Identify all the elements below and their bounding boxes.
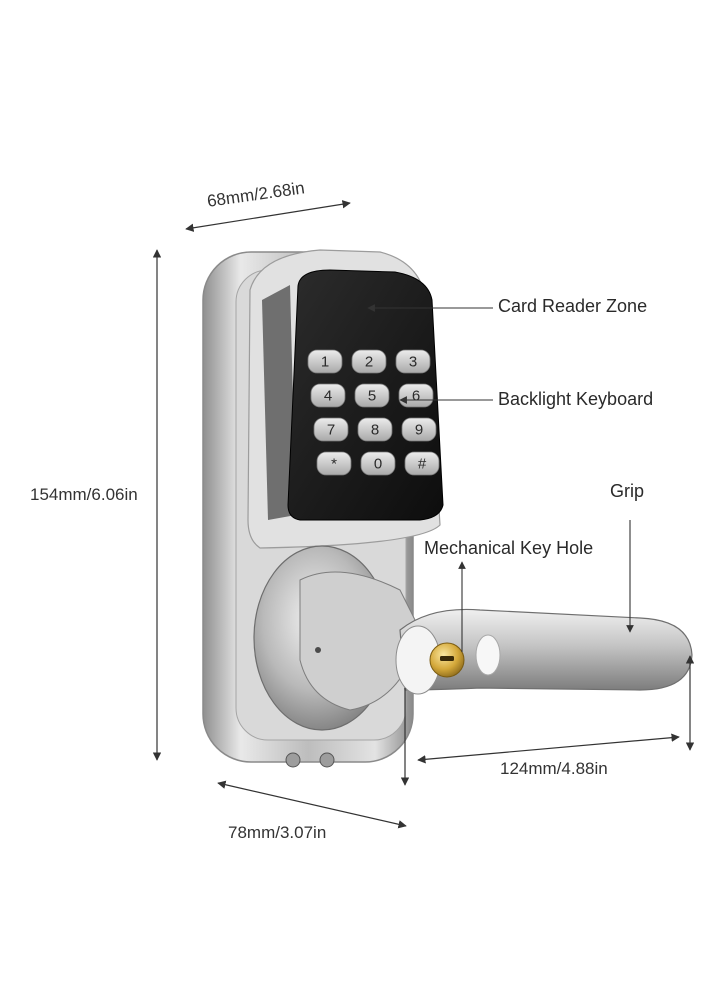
screw-left <box>285 752 301 768</box>
callout-grip: Grip <box>610 481 645 501</box>
key-cap <box>360 451 396 476</box>
key-label: 1 <box>321 354 329 371</box>
keypad-key-4[interactable]: 4 <box>310 383 346 408</box>
key-label: 6 <box>412 388 420 405</box>
keypad-key-0[interactable]: 0 <box>360 451 396 476</box>
keypad: 1 2 3 4 5 6 7 8 9 * 0 # <box>307 349 440 476</box>
key-label: 5 <box>368 388 376 405</box>
key-label: 9 <box>415 422 423 439</box>
key-cap <box>401 417 437 442</box>
key-label: 2 <box>365 354 373 371</box>
dim-label-height: 154mm/6.06in <box>30 485 138 504</box>
handle-bar <box>399 608 693 691</box>
knob-assembly <box>253 545 421 731</box>
dim-line-depth <box>217 780 407 829</box>
key-label: 7 <box>327 422 335 439</box>
key-cap <box>395 349 431 374</box>
callout-keyboard: Backlight Keyboard <box>498 389 654 409</box>
key-cap <box>307 349 343 374</box>
key-cap <box>316 451 352 476</box>
key-label: 3 <box>409 354 417 371</box>
callout-card-reader: Card Reader Zone <box>498 296 648 316</box>
key-cap <box>313 417 349 442</box>
key-label: 8 <box>371 422 379 439</box>
key-label: # <box>418 456 427 473</box>
keypad-key-6[interactable]: 6 <box>398 383 434 408</box>
key-cap <box>404 451 440 476</box>
keypad-key-5[interactable]: 5 <box>354 383 390 408</box>
dim-label-depth: 78mm/3.07in <box>228 823 327 842</box>
housing-shadow <box>262 285 296 520</box>
keypad-key-3[interactable]: 3 <box>395 349 431 374</box>
dim-line-handle <box>417 733 680 764</box>
key-label: 0 <box>374 456 382 473</box>
key-cap <box>310 383 346 408</box>
keypad-key-star[interactable]: * <box>316 451 352 476</box>
handle-slot <box>475 634 501 676</box>
key-cap <box>351 349 387 374</box>
keypad-key-1[interactable]: 1 <box>307 349 343 374</box>
knob-pin <box>315 647 321 653</box>
dimension-lines <box>152 200 695 829</box>
keypad-key-2[interactable]: 2 <box>351 349 387 374</box>
keypad-key-7[interactable]: 7 <box>313 417 349 442</box>
callout-lines <box>367 304 634 652</box>
lever-handle <box>395 608 693 695</box>
key-label: * <box>331 456 337 473</box>
screw-right <box>319 752 335 768</box>
keypad-key-9[interactable]: 9 <box>401 417 437 442</box>
key-cap <box>357 417 393 442</box>
key-slot-icon <box>440 656 454 661</box>
key-cap <box>354 383 390 408</box>
callout-key-hole: Mechanical Key Hole <box>424 538 594 558</box>
key-label: 4 <box>324 388 332 405</box>
dim-label-handle: 124mm/4.88in <box>500 759 608 778</box>
dim-line-top <box>185 200 351 232</box>
keypad-key-hash[interactable]: # <box>404 451 440 476</box>
keypad-key-8[interactable]: 8 <box>357 417 393 442</box>
key-cap <box>398 383 434 408</box>
